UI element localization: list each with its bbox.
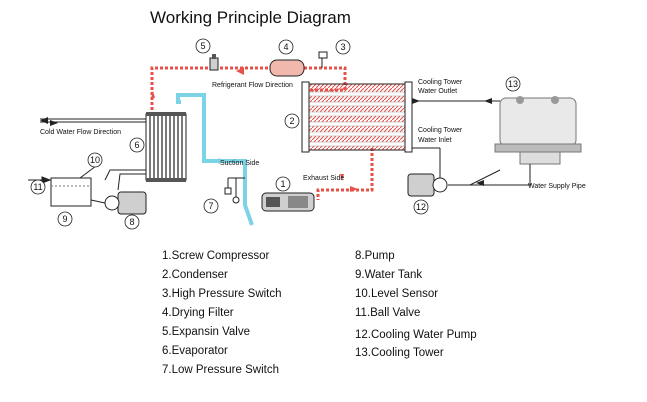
evaporator — [145, 112, 187, 182]
cold-water-arrow-2 — [50, 120, 58, 126]
working-principle-diagram: Refrigerant Flow Direction Cold Water Fl… — [28, 38, 586, 230]
cooling-tower — [494, 96, 582, 165]
low-pressure-switch — [224, 177, 245, 204]
ct-water-inlet-label-2: Water Inlet — [418, 137, 452, 144]
marker-11: 11 — [33, 182, 42, 192]
cold-water-flow-label: Cold Water Flow Direction — [40, 129, 121, 136]
ct-water-outlet-label-2: Water Outlet — [418, 88, 457, 95]
marker-6: 6 — [134, 140, 139, 150]
marker-8: 8 — [129, 217, 134, 227]
legend-item-8: 8.Pump — [355, 250, 395, 262]
marker-9: 9 — [62, 214, 67, 224]
cooling-water-pump — [407, 173, 448, 197]
ct-water-outlet-label-1: Cooling Tower — [418, 79, 463, 86]
inlet-arrow — [484, 98, 492, 104]
drying-filter — [269, 59, 305, 77]
marker-13: 13 — [508, 79, 518, 89]
cold-water-arrow — [40, 117, 48, 124]
component-markers — [30, 38, 521, 230]
ct-water-inlet-label-1: Cooling Tower — [418, 127, 463, 134]
outlet-arrow — [412, 98, 420, 104]
expansion-valve — [209, 54, 219, 71]
water-supply-pipe-label: Water Supply Pipe — [528, 183, 586, 190]
legend-item-4: 4.Drying Filter — [162, 307, 234, 319]
refrigerant-flow-arrows — [151, 67, 344, 181]
suction-pipe — [176, 93, 254, 226]
marker-4: 4 — [283, 42, 288, 52]
legend-item-5: 5.Expansin Valve — [162, 326, 251, 338]
screw-compressor — [261, 192, 315, 212]
marker-10: 10 — [90, 155, 100, 165]
marker-7: 7 — [208, 201, 213, 211]
water-tank — [50, 165, 106, 207]
legend-item-13: 13.Cooling Tower — [355, 347, 444, 359]
return-arrow — [476, 180, 484, 186]
legend-item-1: 1.Screw Compressor — [162, 250, 270, 262]
marker-1: 1 — [280, 179, 285, 189]
marker-5: 5 — [200, 41, 205, 51]
refrigerant-flow-label: Refrigerant Flow Direction — [212, 82, 293, 89]
exhaust-arrow — [350, 186, 358, 192]
suction-arrow — [212, 158, 220, 164]
legend-item-6: 6.Evaporator — [162, 345, 228, 357]
legend-item-2: 2.Condenser — [162, 269, 228, 281]
pump — [104, 191, 147, 215]
legend-item-3: 3.High Pressure Switch — [162, 288, 282, 300]
marker-3: 3 — [340, 42, 345, 52]
legend-item-10: 10.Level Sensor — [355, 288, 439, 300]
cold-water-lines — [40, 118, 146, 191]
marker-12: 12 — [416, 202, 426, 212]
exhaust-side-label: Exhaust Side — [303, 175, 344, 182]
high-pressure-switch — [318, 51, 328, 68]
marker-2: 2 — [289, 116, 294, 126]
legend-item-11: 11.Ball Valve — [355, 307, 421, 319]
legend-item-7: 7.Low Pressure Switch — [162, 364, 279, 376]
legend-item-12: 12.Cooling Water Pump — [355, 329, 477, 341]
condenser — [301, 81, 413, 153]
suction-side-label: Suction Side — [220, 160, 259, 167]
page-title: Working Principle Diagram — [150, 8, 351, 27]
legend-item-9: 9.Water Tank — [355, 269, 423, 281]
